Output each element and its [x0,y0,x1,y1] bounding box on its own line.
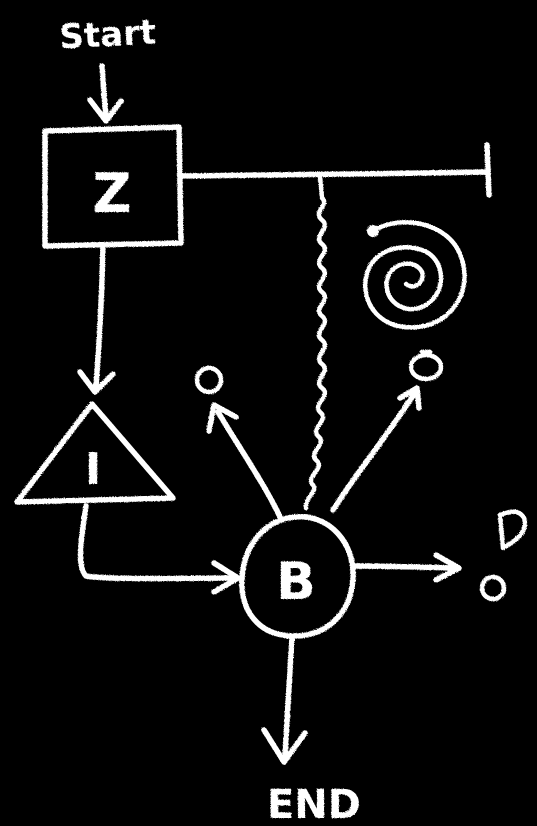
node-i-label: I [85,444,101,495]
upper-right-terminal [411,355,441,379]
node-b-label: B [276,552,316,612]
arrow-start-to-z [90,66,121,121]
node-z: Z [45,127,181,246]
arrow-b-to-right [355,512,525,599]
node-i: I [17,404,173,502]
arrow-b-to-upper-right [333,352,441,510]
right-terminal-d [500,512,525,548]
start-label: Start [58,13,157,58]
wavy-line [306,176,325,508]
arrow-z-to-i [80,246,113,392]
t-bar-end [487,145,489,195]
arrow-i-to-b [81,506,238,592]
node-b: B [242,517,353,636]
arrow-b-to-end [264,637,305,762]
line-z-to-tbar [181,145,489,195]
upper-left-terminal [197,368,221,392]
arrow-b-to-upper-left [197,368,280,517]
end-label: END [267,782,361,826]
node-z-label: Z [92,162,131,225]
right-terminal-o [482,577,504,599]
spiral [365,222,464,327]
